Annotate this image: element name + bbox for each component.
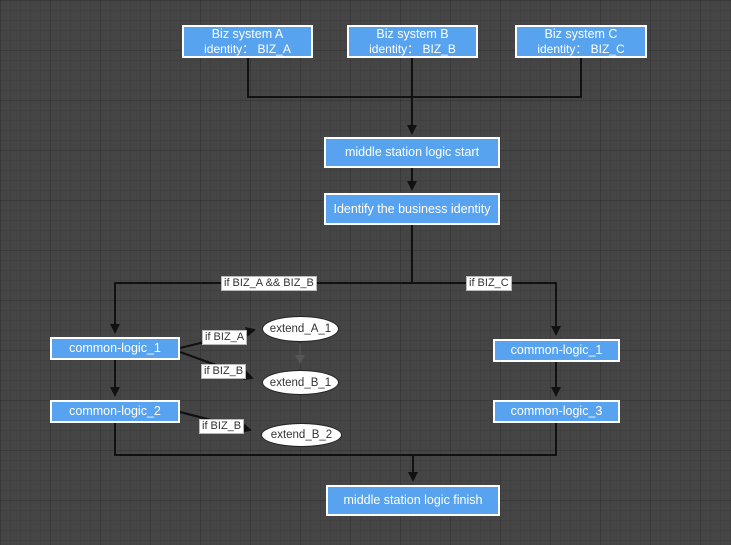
ellipse-extend-b-1[interactable]: extend_B_1 [262, 370, 339, 395]
ellipse-label: extend_A_1 [269, 323, 332, 335]
node-logic-start[interactable]: middle station logic start [324, 137, 500, 168]
edge-label-if-biz-b-2[interactable]: if BIZ_B [199, 419, 245, 434]
ellipse-extend-b-2[interactable]: extend_B_2 [261, 423, 342, 447]
node-label: Biz system B [376, 26, 449, 41]
node-label: Identify the business identity [333, 201, 491, 216]
edge-label-branch-left[interactable]: if BIZ_A && BIZ_B [221, 276, 317, 291]
node-common-logic-1-left[interactable]: common-logic_1 [50, 337, 180, 360]
node-label: common-logic_1 [510, 343, 603, 357]
ellipse-label: extend_B_1 [269, 376, 332, 389]
edge-biz-c-merge [412, 58, 582, 98]
node-sublabel: identity： BIZ_C [537, 41, 625, 56]
node-common-logic-3-right[interactable]: common-logic_3 [493, 400, 620, 423]
node-sublabel: identity： BIZ_B [369, 41, 456, 56]
node-label: Biz system C [544, 26, 618, 41]
edge-label-if-biz-a[interactable]: if BIZ_A [202, 330, 248, 345]
node-label: middle station logic start [344, 145, 480, 159]
node-label: common-logic_2 [69, 404, 161, 418]
edge-label-branch-right[interactable]: if BIZ_C [466, 276, 512, 291]
ellipse-extend-a-1[interactable]: extend_A_1 [262, 316, 339, 342]
node-label: common-logic_3 [510, 404, 603, 418]
edge-biz-a-merge [247, 58, 412, 98]
node-biz-system-a[interactable]: Biz system A identity： BIZ_A [182, 25, 313, 58]
edge-branch-right [412, 282, 561, 336]
node-logic-finish[interactable]: middle station logic finish [326, 485, 500, 516]
node-label: common-logic_1 [69, 341, 161, 355]
node-common-logic-2-left[interactable]: common-logic_2 [50, 400, 180, 423]
ellipse-label: extend_B_2 [270, 429, 333, 441]
node-identify-identity[interactable]: Identify the business identity [324, 193, 500, 225]
edge-label-if-biz-b[interactable]: if BIZ_B [201, 364, 247, 379]
edge-bottom-merge [114, 423, 557, 456]
node-biz-system-b[interactable]: Biz system B identity： BIZ_B [347, 25, 478, 58]
node-label: middle station logic finish [343, 493, 483, 507]
node-common-logic-1-right[interactable]: common-logic_1 [493, 339, 620, 362]
node-sublabel: identity： BIZ_A [204, 41, 291, 56]
node-biz-system-c[interactable]: Biz system C identity： BIZ_C [515, 25, 647, 58]
node-label: Biz system A [211, 26, 284, 41]
